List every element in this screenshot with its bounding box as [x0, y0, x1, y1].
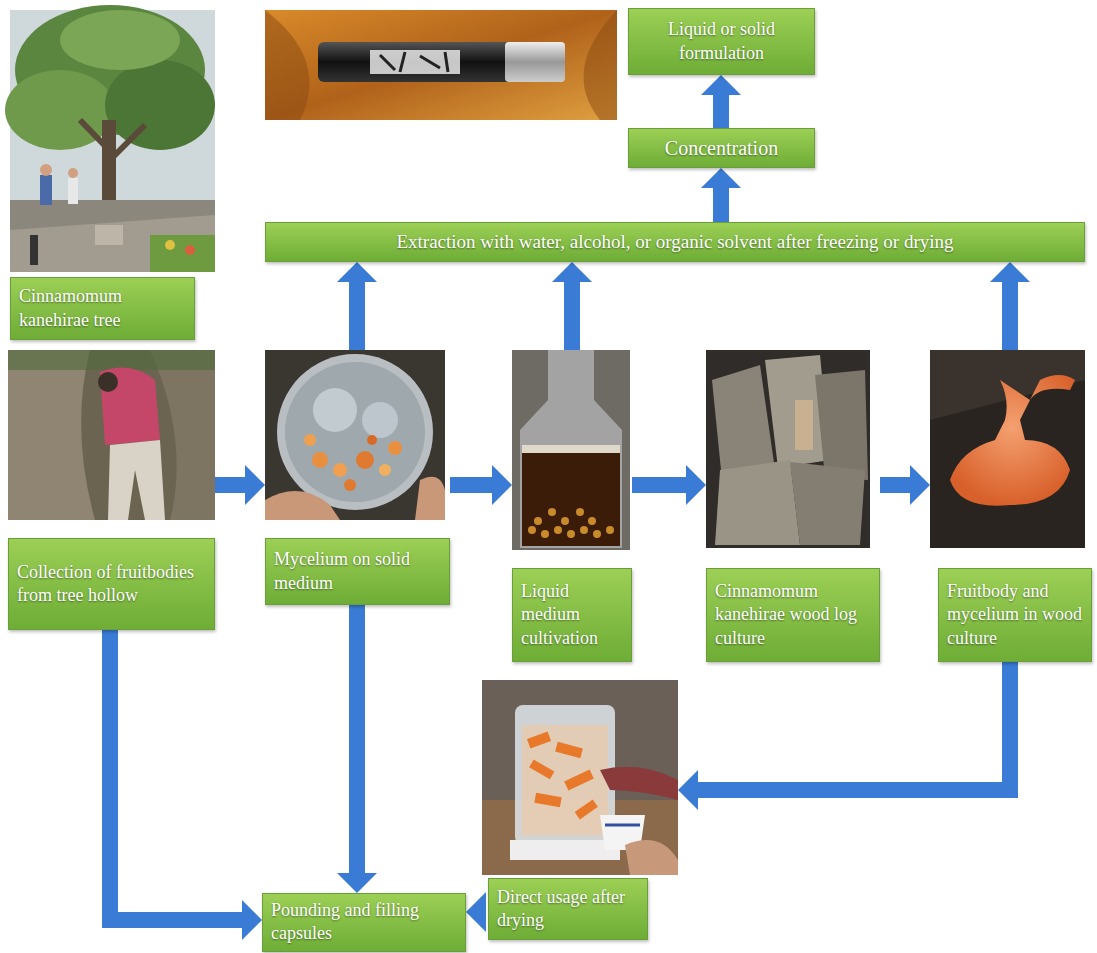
label-text: Cinnamomum kanehirae tree: [19, 285, 186, 332]
process-node: Direct usage after drying: [482, 680, 678, 942]
flow-arrow: [466, 892, 486, 932]
arrow-shaft: [713, 186, 729, 222]
capsule-photo: [265, 10, 617, 120]
label-box: Fruitbody and mycelium in wood culture: [938, 568, 1092, 662]
process-node: Concentration: [628, 128, 815, 168]
label-box: Collection of fruitbodies from tree holl…: [8, 538, 215, 630]
process-node: Mycelium on solid medium: [265, 350, 450, 605]
flow-arrow: [701, 168, 741, 222]
process-node: Pounding and filling capsules: [262, 893, 466, 952]
label-text: Collection of fruitbodies from tree holl…: [17, 561, 206, 608]
label-box: Pounding and filling capsules: [262, 893, 466, 952]
label-text: Pounding and filling capsules: [271, 899, 457, 946]
flow-arrow: [678, 662, 1010, 810]
process-node: Liquid or solid formulation: [628, 8, 815, 75]
arrow-head: [337, 873, 377, 893]
arrow-shaft: [349, 605, 365, 875]
label-text: Concentration: [637, 135, 806, 161]
arrow-head: [701, 168, 741, 188]
flow-arrow: [337, 605, 377, 893]
label-text: Extraction with water, alcohol, or organ…: [274, 230, 1076, 255]
arrow-shaft: [110, 630, 244, 920]
arrow-head: [910, 465, 930, 505]
flask-photo: [512, 350, 630, 550]
arrow-head: [466, 892, 486, 932]
label-box: Direct usage after drying: [488, 878, 648, 940]
arrow-head: [337, 262, 377, 282]
tree-photo: [5, 5, 215, 272]
arrow-head: [242, 900, 262, 940]
arrow-shaft: [450, 477, 494, 493]
arrow-head: [492, 465, 512, 505]
flow-arrow: [215, 465, 265, 505]
label-text: Liquid medium cultivation: [521, 580, 623, 650]
label-box: Cinnamomum kanehirae tree: [10, 277, 195, 340]
log-culture-photo: [706, 350, 870, 548]
label-text: Mycelium on solid medium: [274, 548, 441, 595]
label-box: Concentration: [628, 128, 815, 168]
arrow-shaft: [1002, 280, 1018, 350]
process-node: Fruitbody and mycelium in wood culture: [930, 350, 1092, 662]
arrow-shaft: [349, 280, 365, 350]
label-box: Liquid or solid formulation: [628, 8, 815, 75]
process-node: Cinnamomum kanehirae wood log culture: [706, 350, 880, 662]
arrow-head: [686, 465, 706, 505]
flow-arrow: [632, 465, 706, 505]
arrow-shaft: [564, 280, 580, 350]
tea-brewing-photo: [482, 680, 678, 875]
fruitbody-photo: [930, 350, 1085, 548]
process-node: Cinnamomum kanehirae tree: [10, 10, 215, 340]
arrow-head: [678, 770, 698, 810]
flow-arrow: [552, 262, 592, 350]
label-text: Cinnamomum kanehirae wood log culture: [715, 580, 871, 650]
label-box: Cinnamomum kanehirae wood log culture: [706, 568, 880, 662]
process-node: Extraction with water, alcohol, or organ…: [265, 222, 1085, 262]
flow-arrow: [701, 75, 741, 128]
tree-hollow-photo: [8, 350, 215, 520]
flow-arrow: [110, 630, 262, 940]
arrow-shaft: [713, 93, 729, 128]
arrow-head: [701, 75, 741, 95]
arrow-shaft: [696, 662, 1010, 790]
process-node: Liquid medium cultivation: [512, 350, 632, 662]
arrow-shaft: [215, 477, 247, 493]
flow-arrow: [337, 262, 377, 350]
arrow-head: [552, 262, 592, 282]
flow-arrow: [990, 262, 1030, 350]
label-box: Extraction with water, alcohol, or organ…: [265, 222, 1085, 262]
label-text: Fruitbody and mycelium in wood culture: [947, 580, 1083, 650]
arrow-shaft: [632, 477, 688, 493]
flow-arrow: [450, 465, 512, 505]
label-box: Liquid medium cultivation: [512, 568, 632, 662]
process-node: Collection of fruitbodies from tree holl…: [8, 350, 215, 630]
label-box: Mycelium on solid medium: [265, 538, 450, 605]
arrow-shaft: [880, 477, 912, 493]
petri-dish-photo: [265, 350, 445, 520]
flow-arrow: [880, 465, 930, 505]
arrow-head: [990, 262, 1030, 282]
label-text: Liquid or solid formulation: [637, 18, 806, 65]
arrow-head: [245, 465, 265, 505]
label-text: Direct usage after drying: [497, 886, 639, 933]
